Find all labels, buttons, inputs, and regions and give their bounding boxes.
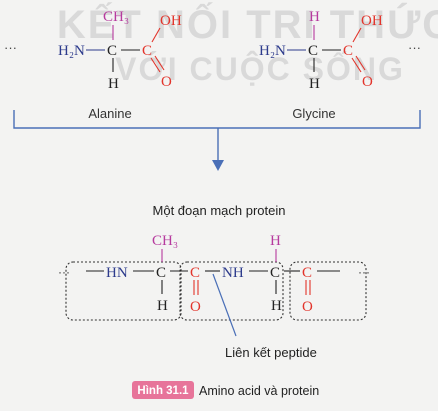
bond-line <box>351 57 362 73</box>
chain-side-ch3: CH₃ <box>152 233 178 249</box>
glycine-alpha-carbon: C <box>308 43 318 59</box>
chain-ellipsis-left: ··· <box>58 265 70 279</box>
alanine-amine: H₂N <box>58 43 85 59</box>
chain-ellipsis-right: ··· <box>358 265 370 279</box>
peptide-bond-label: Liên kết peptide <box>225 345 317 360</box>
chain-alpha-hydrogen-2: H <box>271 298 282 314</box>
chain-nh: NH <box>222 265 244 281</box>
chain-alpha-carbon-2: C <box>270 265 280 281</box>
bond-line <box>154 55 165 71</box>
alanine-alpha-carbon: C <box>107 43 117 59</box>
glycine-side-group: H <box>309 9 320 25</box>
caption-text: Amino acid và protein <box>199 384 319 398</box>
glycine-carbonyl-oxygen: O <box>362 74 373 90</box>
glycine-alpha-hydrogen: H <box>309 76 320 92</box>
arrow-head <box>212 160 224 171</box>
bond-line <box>355 55 366 71</box>
alanine-carboxyl-carbon: C <box>142 43 152 59</box>
alanine-side-group: CH₃ <box>103 9 129 25</box>
protein-chain: ··· HN C CH₃ H C O NH C H H C O ··· <box>58 233 370 315</box>
peptide-bond-pointer <box>212 273 237 337</box>
glycine-label: Glycine <box>292 106 335 121</box>
alanine-label: Alanine <box>88 106 131 121</box>
chain-carbonyl-carbon-2: C <box>302 265 312 281</box>
bond-line <box>150 57 161 73</box>
chain-carbonyl-carbon-1: C <box>190 265 200 281</box>
glycine-hydroxyl: OH <box>361 13 383 29</box>
ellipsis-right: ··· <box>408 40 421 55</box>
bond-line <box>352 27 362 43</box>
caption-badge <box>132 381 194 399</box>
alanine-alpha-hydrogen: H <box>108 76 119 92</box>
chain-carbonyl-oxygen-1: O <box>190 299 201 315</box>
watermark-line1: KẾT NỐI TRI THỨC <box>57 1 438 47</box>
watermark: KẾT NỐI TRI THỨC VỚI CUỘC SỐNG <box>57 1 438 87</box>
residue-box-1 <box>65 261 182 321</box>
alanine-hydroxyl: OH <box>160 13 182 29</box>
glycine-structure: H₂N C H H C OH O <box>259 9 383 92</box>
ellipsis-left: ··· <box>4 40 17 55</box>
chain-hn: HN <box>106 265 128 281</box>
alanine-structure: H₂N C CH₃ H C OH O <box>58 9 182 92</box>
alanine-carbonyl-oxygen: O <box>161 74 172 90</box>
glycine-amine: H₂N <box>259 43 286 59</box>
glycine-carboxyl-carbon: C <box>343 43 353 59</box>
chain-alpha-carbon-1: C <box>156 265 166 281</box>
caption-badge-text: Hình 31.1 <box>137 385 189 397</box>
bond-line <box>151 27 161 43</box>
chain-side-h: H <box>270 233 281 249</box>
chain-carbonyl-oxygen-2: O <box>302 299 313 315</box>
protein-title: Một đoạn mạch protein <box>153 203 286 218</box>
chain-alpha-hydrogen-1: H <box>157 298 168 314</box>
grouping-bracket <box>13 110 421 129</box>
residue-box-2 <box>179 261 284 321</box>
